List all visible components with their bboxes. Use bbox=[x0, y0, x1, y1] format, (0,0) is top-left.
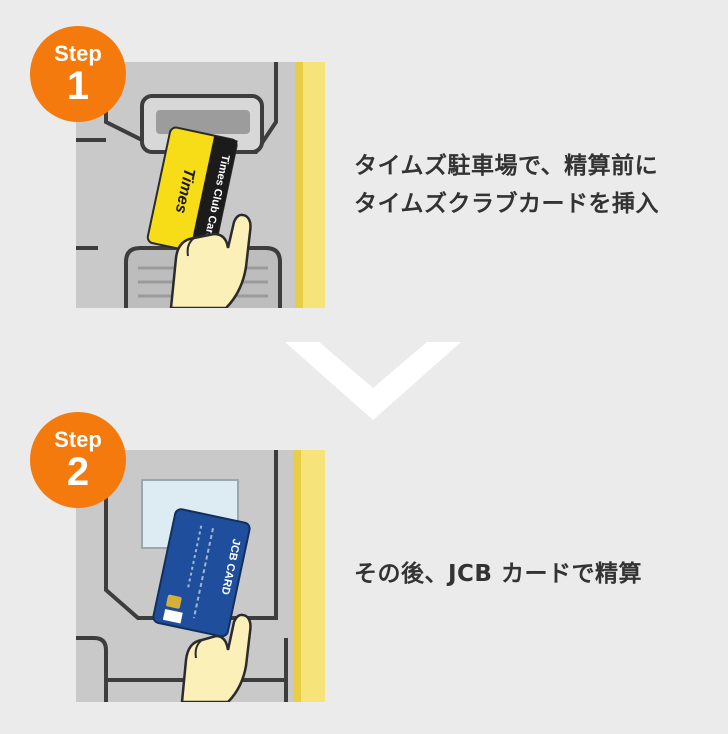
step-1: Times Club Card Times Step 1 タイムズ駐車場で、精算… bbox=[0, 0, 728, 330]
step-2: JCB CARD Step 2 その後、JCB カードで精算 bbox=[0, 400, 728, 734]
description-line: タイムズクラブカードを挿入 bbox=[354, 191, 660, 217]
step-number: 1 bbox=[66, 64, 90, 108]
step-label: Step bbox=[54, 427, 102, 452]
step-number: 2 bbox=[66, 450, 90, 494]
step-label: Step bbox=[54, 41, 102, 66]
step-1-illustration: Times Club Card Times bbox=[76, 62, 325, 308]
chevron-down-icon bbox=[285, 342, 461, 420]
step-2-description: その後、JCB カードで精算 bbox=[354, 555, 642, 593]
step-2-badge: Step 2 bbox=[30, 412, 126, 508]
description-line: その後、JCB カードで精算 bbox=[354, 561, 642, 587]
step-2-illustration: JCB CARD bbox=[76, 450, 325, 702]
step-1-description: タイムズ駐車場で、精算前に タイムズクラブカードを挿入 bbox=[354, 147, 659, 223]
description-line: タイムズ駐車場で、精算前に bbox=[354, 153, 659, 179]
step-1-badge: Step 1 bbox=[30, 26, 126, 122]
